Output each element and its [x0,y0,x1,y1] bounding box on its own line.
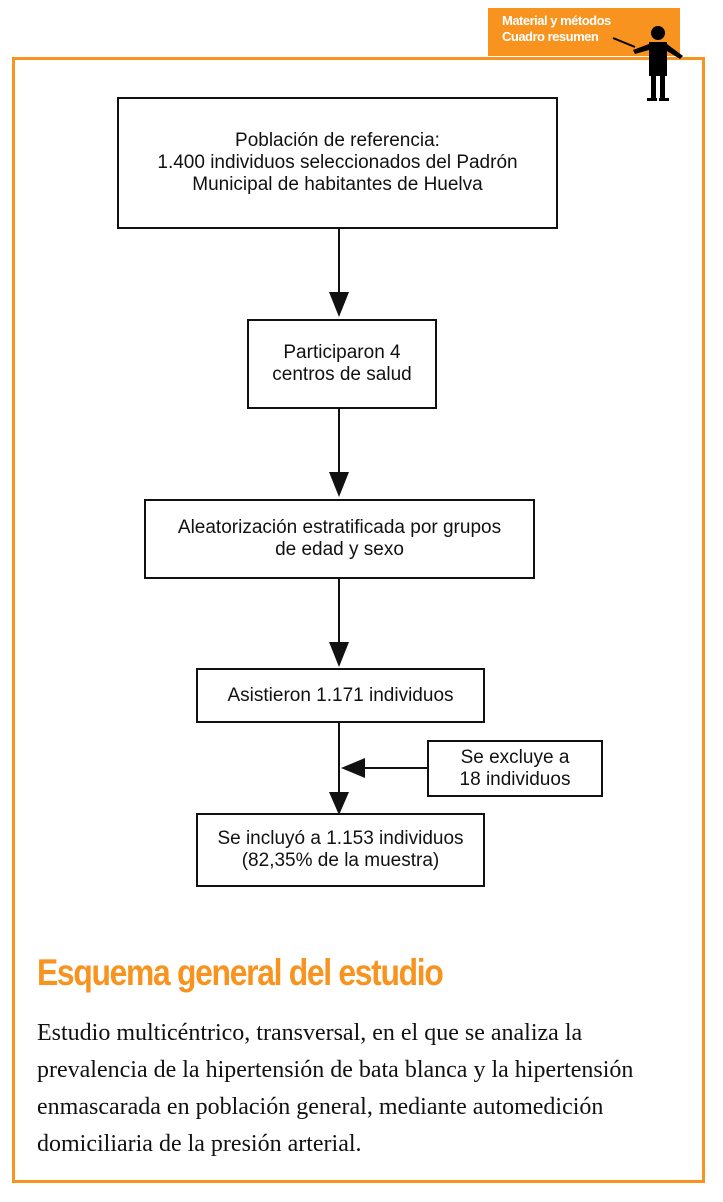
section-sublabel: Cuadro resumen [502,29,599,44]
flow-box-excluded-text: Se excluye a 18 individuos [459,746,571,790]
flow-box-health-centers: Participaron 4 centros de salud [247,319,437,409]
flow-box-reference-population: Población de referencia: 1.400 individuo… [117,97,558,229]
flow-box-excluded: Se excluye a 18 individuos [427,740,603,797]
page-title: Esquema general del estudio [37,952,444,993]
arrowhead-3 [329,642,349,667]
flow-box-included: Se incluyó a 1.153 individuos (82,35% de… [196,813,485,887]
flow-box-randomization: Aleatorización estratificada por grupos … [144,499,535,579]
arrowhead-2 [329,472,349,497]
flow-box-reference-population-text: Población de referencia: 1.400 individuo… [157,130,518,195]
arrowhead-1 [329,292,349,317]
flow-box-attended-text: Asistieron 1.171 individuos [227,684,454,706]
flow-box-included-text: Se incluyó a 1.153 individuos (82,35% de… [217,828,464,871]
content-frame [12,57,705,1183]
flow-box-health-centers-text: Participaron 4 centros de salud [272,342,412,385]
section-label: Material y métodos [502,13,611,28]
presenter-figure-icon [612,26,683,101]
flow-box-attended: Asistieron 1.171 individuos [196,668,485,723]
arrowhead-excluded [341,758,365,778]
flow-box-randomization-text: Aleatorización estratificada por grupos … [177,517,502,560]
study-description: Estudio multicéntrico, transversal, en e… [37,1020,634,1157]
arrowhead-4 [329,792,349,815]
